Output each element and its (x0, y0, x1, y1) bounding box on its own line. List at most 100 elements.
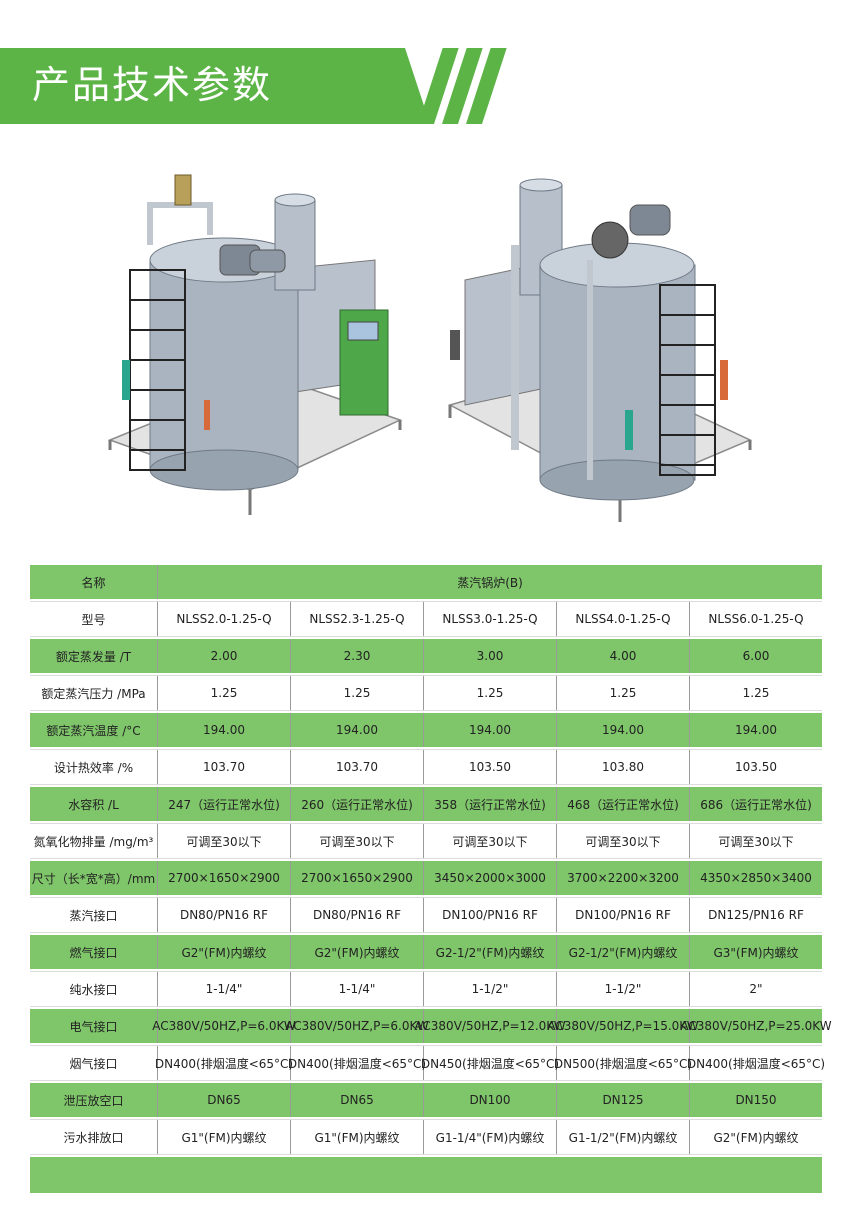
row-value-cell: 可调至30以下 (424, 824, 557, 858)
row-value-cell: 686（运行正常水位) (700, 797, 812, 812)
row-value-cell: 1.25 (742, 686, 770, 700)
row-value-cell: DN100/PN16 RF (424, 898, 557, 932)
row-value-cell: G1-1/4"(FM)内螺纹 (424, 1120, 557, 1154)
row-value-cell: DN80/PN16 RF (158, 898, 291, 932)
row-value-cell: DN65 (158, 1083, 291, 1117)
row-value-cell: 4.00 (557, 639, 690, 673)
row-value-cell: G2-1/2"(FM)内螺纹 (557, 935, 690, 969)
row-value-cell: AC380V/50HZ,P=15.0KW (547, 1009, 699, 1043)
row-value-cell: AC380V/50HZ,P=6.0KW (152, 1009, 296, 1043)
row-value-cell: G2"(FM)内螺纹 (291, 935, 424, 969)
row-value-cell: NLSS2.0-1.25-Q (158, 602, 291, 636)
row-value-cell: 6.00 (742, 649, 770, 663)
row-value-cell: 4350×2850×3400 (700, 871, 812, 885)
row-value-cell: 103.50 (735, 760, 777, 774)
row-value-cell: 194.00 (291, 713, 424, 747)
row-label: 额定蒸发量 /T (30, 639, 158, 673)
row-value-cell: 2.00 (158, 639, 291, 673)
row-value-cell: 103.70 (291, 750, 424, 784)
row-value-cell: DN125 (557, 1083, 690, 1117)
row-value-cell: 103.80 (557, 750, 690, 784)
row-label: 泄压放空口 (30, 1083, 158, 1117)
row-label: 电气接口 (30, 1009, 158, 1043)
row-value-cell: G2"(FM)内螺纹 (158, 935, 291, 969)
row-value-cell: 194.00 (158, 713, 291, 747)
row-value-cell: DN100/PN16 RF (557, 898, 690, 932)
row-value-cell: 2" (749, 982, 763, 996)
row-label: 纯水接口 (30, 972, 158, 1006)
row-value-cell: 3.00 (424, 639, 557, 673)
row-value-cell: AC380V/50HZ,P=6.0KW (285, 1009, 429, 1043)
table-header-row: 名称 蒸汽锅炉(B) (30, 565, 822, 599)
row-label: 尺寸（长*宽*高）/mm (30, 861, 158, 895)
row-label: 型号 (30, 602, 158, 636)
row-value-cell: 103.50 (424, 750, 557, 784)
row-value-cell: DN500(排烟温度<65°C) (554, 1046, 692, 1080)
row-value-cell: DN400(排烟温度<65°C) (155, 1046, 293, 1080)
row-label: 氮氧化物排量 /mg/m³ (30, 824, 158, 858)
boiler-rear-view-image (448, 178, 752, 522)
row-value-cell: DN80/PN16 RF (291, 898, 424, 932)
row-value-cell: DN100 (424, 1083, 557, 1117)
row-value-cell: G2"(FM)内螺纹 (713, 1130, 799, 1145)
row-label: 燃气接口 (30, 935, 158, 969)
row-value-cell: 358（运行正常水位) (424, 787, 557, 821)
row-value-cell: 3450×2000×3000 (424, 861, 557, 895)
table-footer-bar (30, 1157, 822, 1193)
header-product-cell: 蒸汽锅炉(B) (457, 575, 523, 590)
row-label: 设计热效率 /% (30, 750, 158, 784)
row-value-cell: DN150 (735, 1093, 777, 1107)
row-value-cell: 103.70 (158, 750, 291, 784)
row-label: 额定蒸汽温度 /°C (30, 713, 158, 747)
row-value-cell: 194.00 (557, 713, 690, 747)
row-value-cell: 可调至30以下 (557, 824, 690, 858)
page-title: 产品技术参数 (32, 63, 273, 107)
row-value-cell: G3"(FM)内螺纹 (713, 945, 799, 960)
row-value-cell: 1.25 (291, 676, 424, 710)
row-value-cell: 1.25 (424, 676, 557, 710)
row-value-cell: NLSS3.0-1.25-Q (424, 602, 557, 636)
row-value-cell: 1-1/4" (291, 972, 424, 1006)
row-value-cell: 可调至30以下 (158, 824, 291, 858)
row-value-cell: DN450(排烟温度<65°C) (421, 1046, 559, 1080)
row-value-cell: G1"(FM)内螺纹 (291, 1120, 424, 1154)
row-label: 额定蒸汽压力 /MPa (30, 676, 158, 710)
row-value-cell: 2.30 (291, 639, 424, 673)
row-value-cell: 2700×1650×2900 (291, 861, 424, 895)
row-value-cell: 468（运行正常水位) (557, 787, 690, 821)
row-value-cell: 2700×1650×2900 (158, 861, 291, 895)
row-value-cell: AC380V/50HZ,P=12.0KW (414, 1009, 566, 1043)
row-label: 水容积 /L (30, 787, 158, 821)
row-value-cell: AC380V/50HZ,P=25.0KW (680, 1019, 832, 1033)
row-value-cell: 260（运行正常水位) (291, 787, 424, 821)
row-value-cell: DN125/PN16 RF (708, 908, 804, 922)
row-value-cell: DN400(排烟温度<65°C) (288, 1046, 426, 1080)
title-banner (0, 48, 430, 124)
row-value-cell: 247（运行正常水位) (158, 787, 291, 821)
row-label: 污水排放口 (30, 1120, 158, 1154)
row-label: 烟气接口 (30, 1046, 158, 1080)
row-value-cell: DN400(排烟温度<65°C) (686, 1056, 826, 1071)
row-value-cell: NLSS2.3-1.25-Q (291, 602, 424, 636)
row-value-cell: 3700×2200×3200 (557, 861, 690, 895)
row-value-cell: NLSS6.0-1.25-Q (708, 612, 804, 626)
row-value-cell: 可调至30以下 (291, 824, 424, 858)
row-value-cell: 1.25 (557, 676, 690, 710)
row-value-cell: 可调至30以下 (718, 834, 794, 849)
header-label-cell: 名称 (30, 565, 158, 599)
row-value-cell: 1.25 (158, 676, 291, 710)
